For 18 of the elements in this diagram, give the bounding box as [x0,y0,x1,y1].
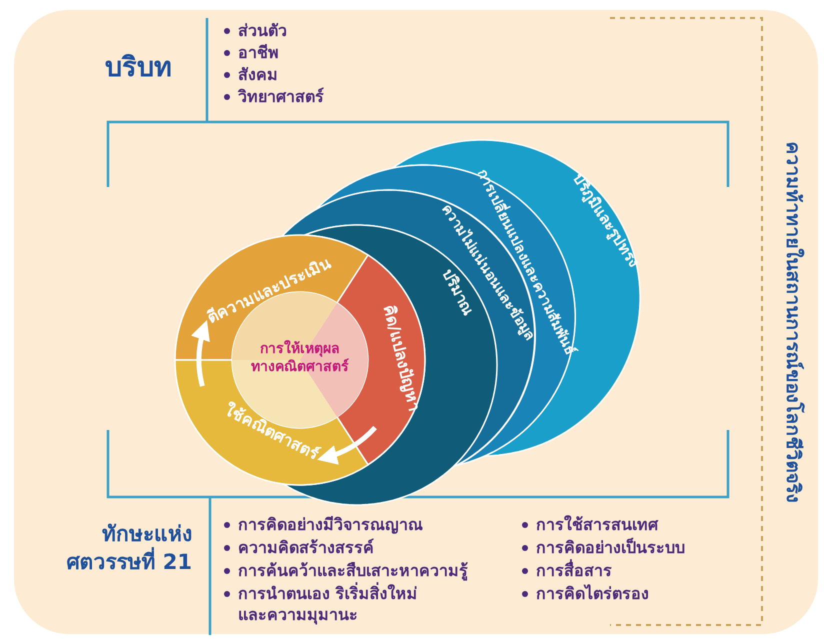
bullet-item: การคิดไตร่ตรอง [536,583,649,604]
bullet-item: การคิดอย่างมีวิจารณญาณ [238,514,423,535]
bullet-item: การใช้สารสนเทศ [536,514,658,535]
bullet-item: การคิดอย่างเป็นระบบ [536,537,685,558]
bullet-item: ความคิดสร้างสรรค์ [238,537,374,558]
center-label: การให้เหตุผล ทางคณิตศาสตร์ [250,340,350,376]
bullet-item: การค้นคว้าและสืบเสาะหาความรู้ [238,560,468,581]
heading: ทักษะแห่ง ศตวรรษที่ 21 [65,521,192,576]
bullet-item: สังคม [238,64,278,85]
arrow [317,426,377,464]
bullet-item: ส่วนตัว [238,20,287,41]
bullet-item: การสื่อสาร [536,560,612,581]
bullet-item: อาชีพ [238,42,279,63]
heading: บริบท [105,51,172,85]
side-heading: ความท้าทายในสถานการณ์ของโลกชีวิตจริง [781,142,806,502]
bullet-item: การนำตนเอง ริเริ่มสิ่งใหม่ และความมุมานะ [238,583,419,625]
arrow [192,320,211,387]
bullet-item: วิทยาศาสตร์ [238,86,324,107]
